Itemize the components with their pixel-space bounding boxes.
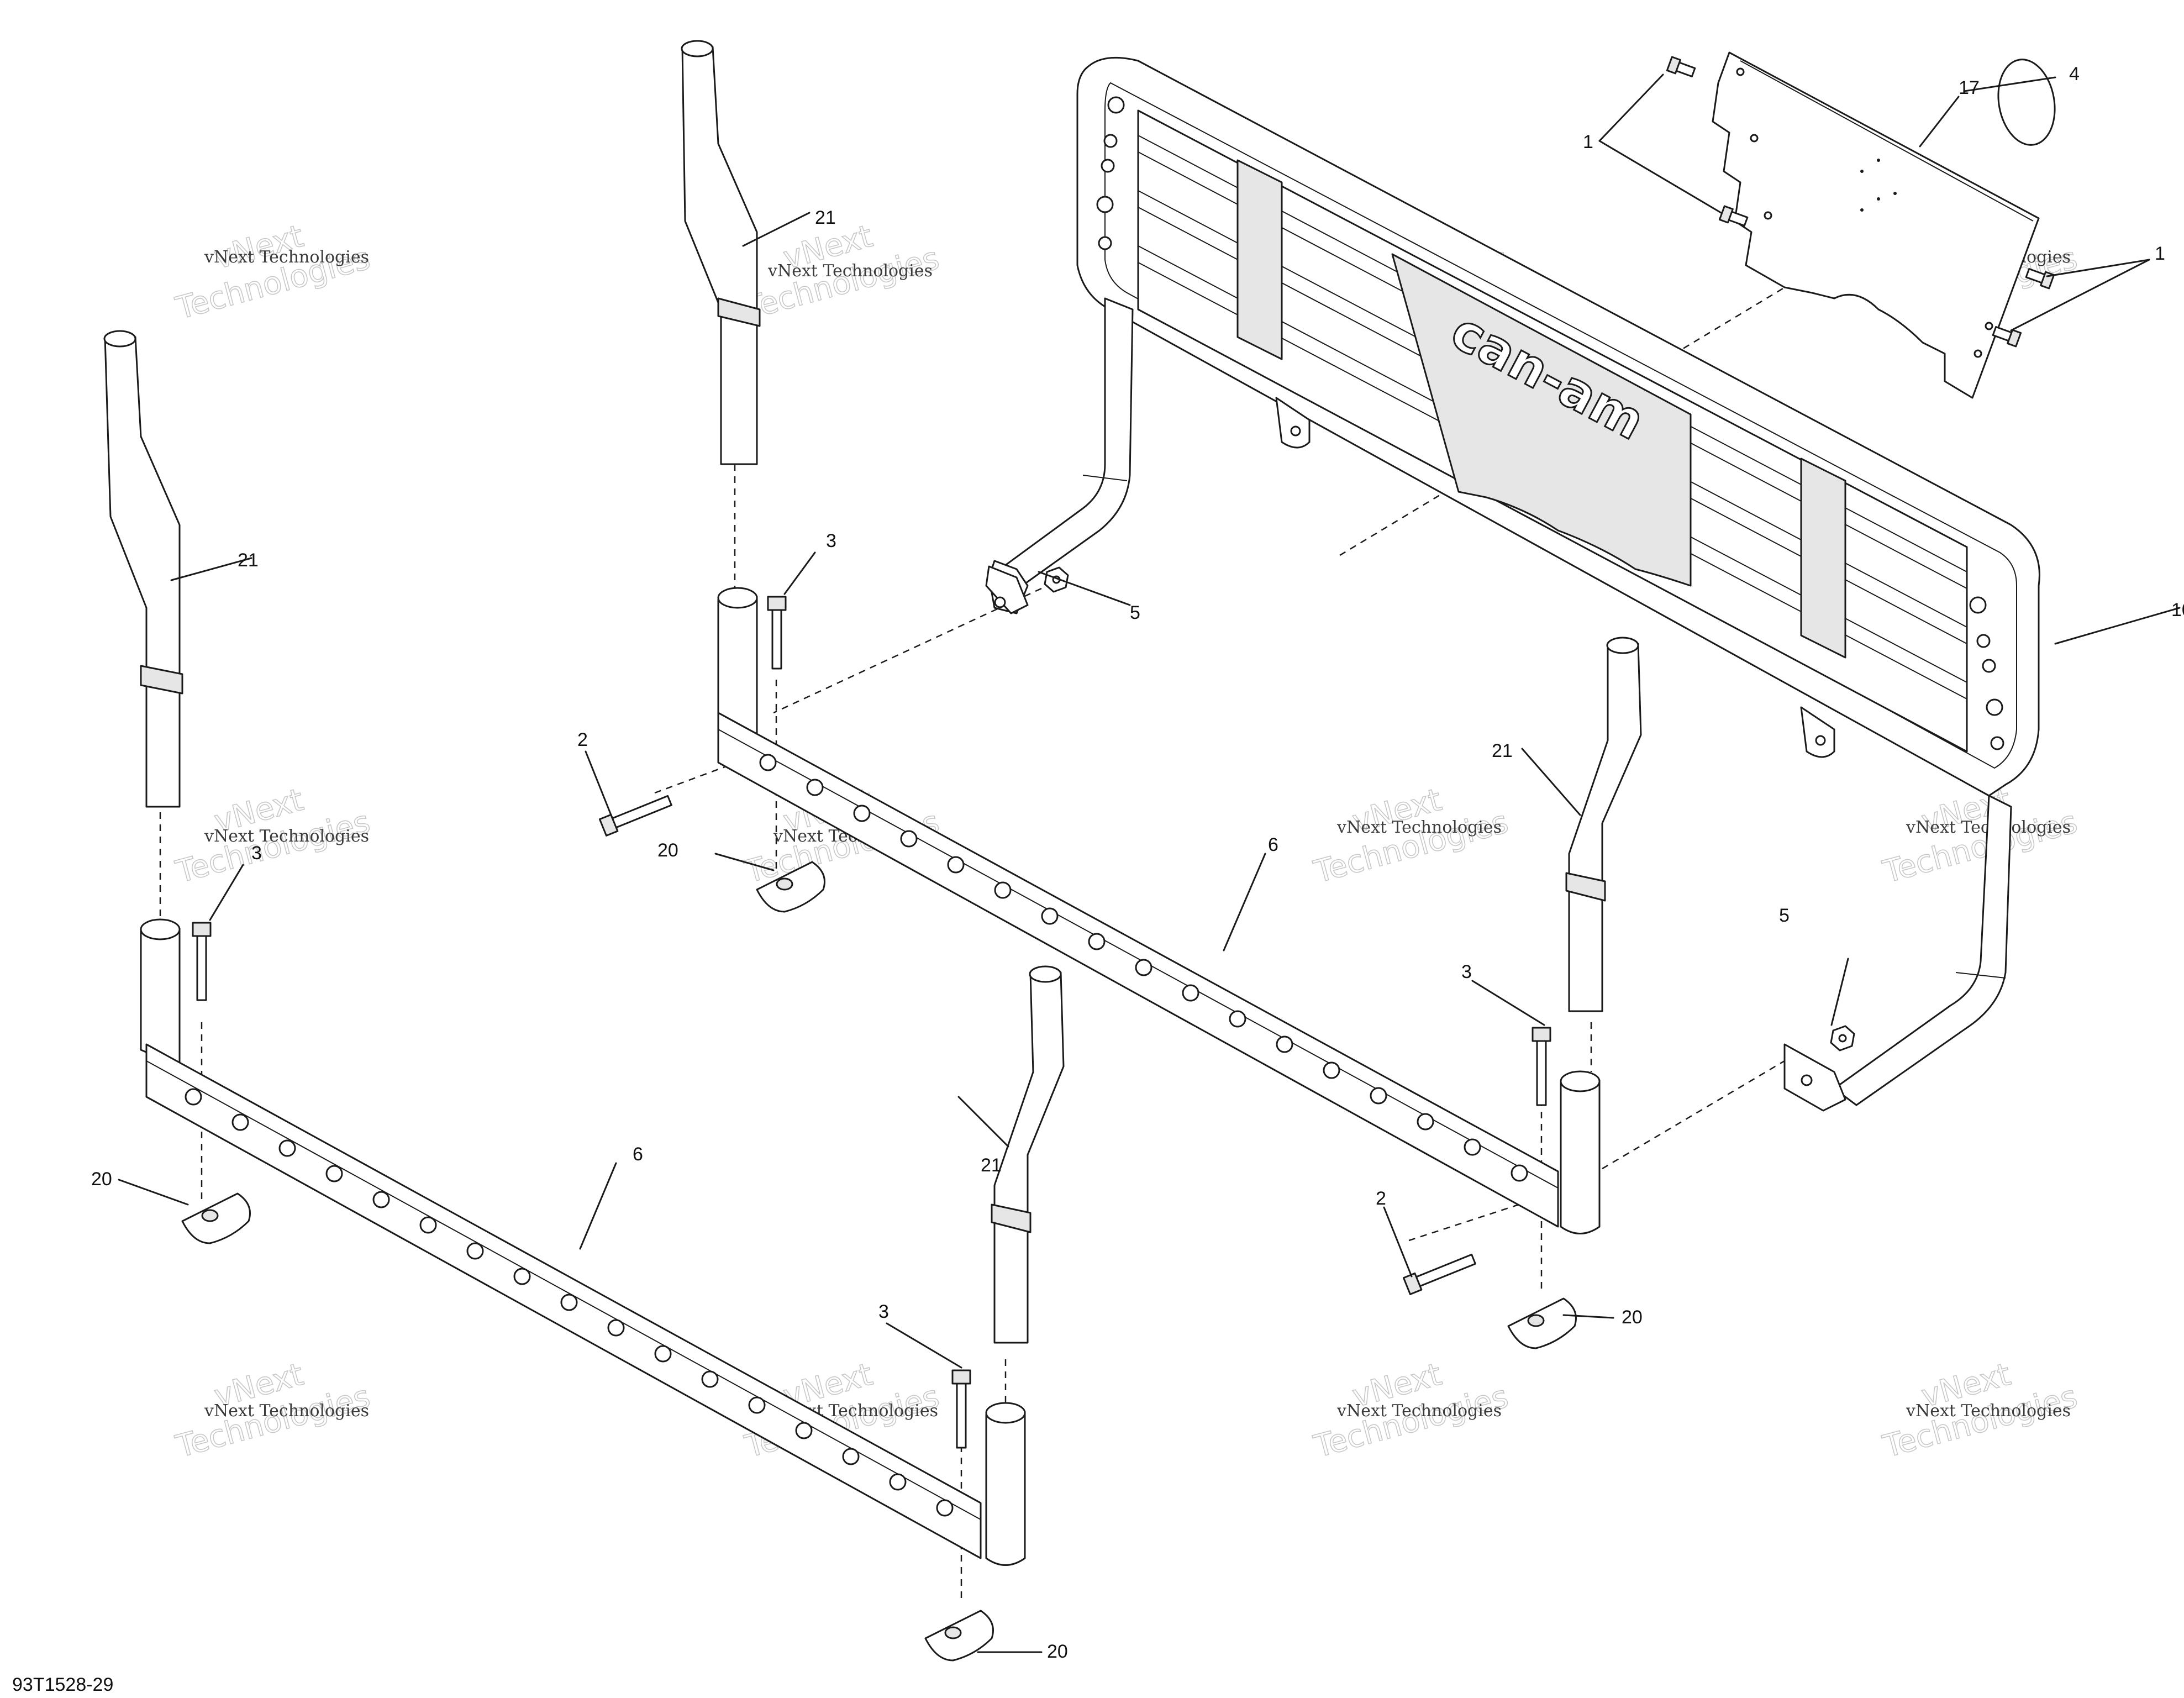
foot-pads-20 <box>181 861 1577 1662</box>
figure-id: 93T1528-29 <box>12 1674 113 1695</box>
callout-17: 17 <box>1959 77 1980 98</box>
callout-3: 3 <box>826 530 836 551</box>
callout-10: 10 <box>2171 600 2184 621</box>
callouts: 1 1 2 2 3 3 3 3 4 5 5 6 6 10 17 20 20 20… <box>91 64 2184 1662</box>
watermark-text: vNext Technologies <box>767 261 933 281</box>
bolts-2 <box>598 795 1476 1295</box>
bolts-3 <box>192 596 1551 1449</box>
callout-20: 20 <box>1047 1641 1068 1662</box>
callout-2: 2 <box>1376 1188 1386 1209</box>
rear-rack-headache-rack: can-am <box>985 56 2040 1112</box>
watermark-text: vNext Technologies <box>204 248 369 267</box>
callout-20: 20 <box>1622 1307 1643 1328</box>
leader-lines <box>118 73 2181 1653</box>
callout-6: 6 <box>633 1144 643 1165</box>
callout-21: 21 <box>815 207 836 228</box>
upright-tubes-21 <box>103 40 1642 1344</box>
callout-3: 3 <box>251 843 262 864</box>
callout-20: 20 <box>91 1169 112 1190</box>
callout-21: 21 <box>981 1155 1002 1176</box>
front-cross-bar <box>140 918 1026 1566</box>
callout-1: 1 <box>2155 243 2165 264</box>
support-bracket-plate <box>1712 51 2040 399</box>
nuts-5 <box>1044 566 1855 1052</box>
callout-21: 21 <box>1492 740 1513 761</box>
bar-holes <box>759 754 1528 1182</box>
callout-20: 20 <box>657 840 678 861</box>
callout-2: 2 <box>577 729 588 750</box>
callout-6: 6 <box>1268 834 1278 855</box>
watermark-text: vNext Technologies <box>1336 818 1502 837</box>
watermark-text: vNext Technologies <box>204 827 369 846</box>
screws-1 <box>1666 56 2055 348</box>
callout-3: 3 <box>1461 961 1472 982</box>
callout-3: 3 <box>878 1301 889 1322</box>
rear-cross-bar <box>717 587 1601 1234</box>
bar-holes <box>185 1088 954 1517</box>
watermark-text: vNext Technologies <box>1906 1401 2071 1421</box>
callout-1: 1 <box>1583 132 1593 153</box>
end-cap <box>1997 59 2056 146</box>
callout-21: 21 <box>238 550 259 571</box>
watermark-text: vNext Technologies <box>1336 1401 1502 1421</box>
watermark-text: vNext Technologies <box>204 1401 369 1421</box>
callout-4: 4 <box>2069 64 2080 85</box>
callout-5: 5 <box>1779 905 1790 926</box>
callout-5: 5 <box>1130 602 1140 623</box>
